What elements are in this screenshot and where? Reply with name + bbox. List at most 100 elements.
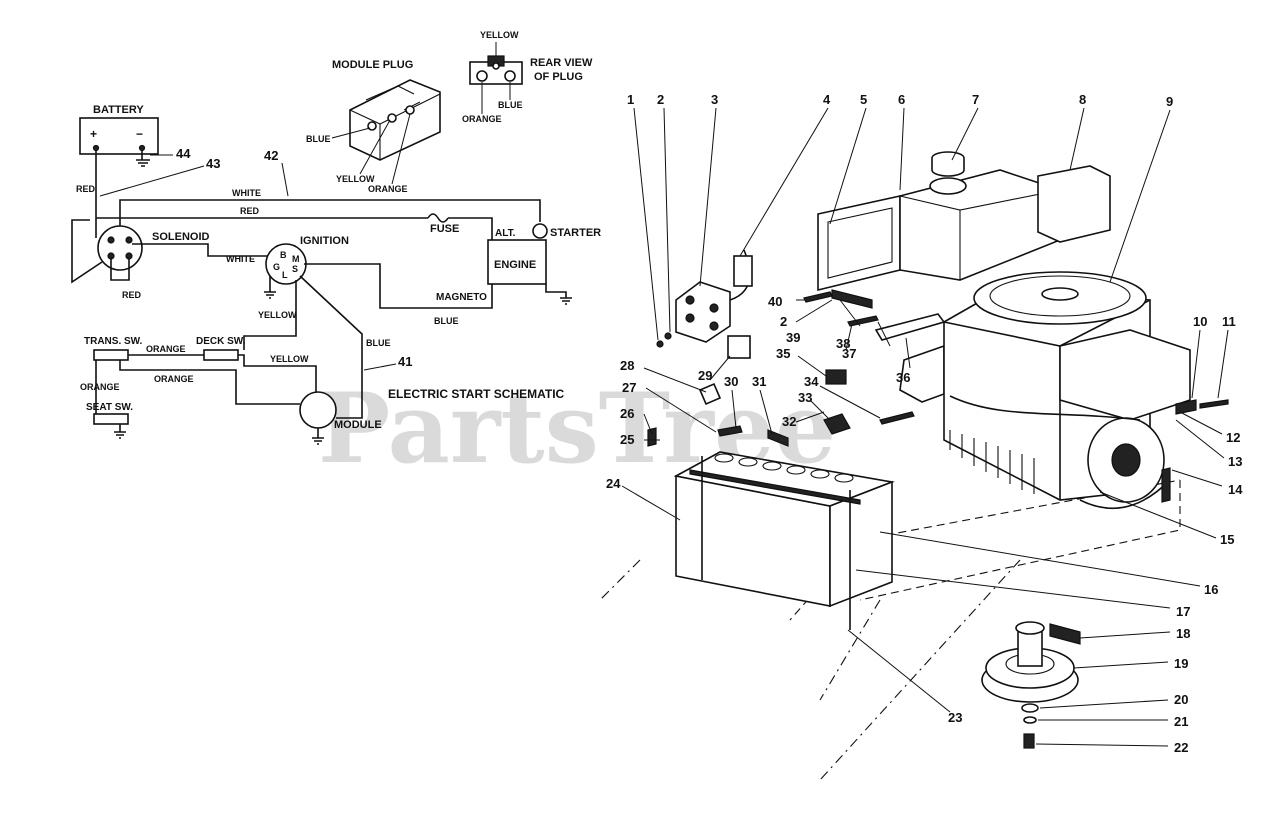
part-number-40: 40 — [768, 294, 782, 309]
callout-42: 42 — [264, 148, 278, 163]
part-number-1: 1 — [627, 92, 634, 107]
part-number-39: 39 — [786, 330, 800, 345]
exploded-parts-view: 1 2 3 4 5 6 7 8 9 10 11 12 13 14 15 16 1… — [599, 92, 1243, 781]
wire-label-blue-magneto: BLUE — [434, 316, 459, 326]
part-number-25: 25 — [620, 432, 634, 447]
part-number-31: 31 — [752, 374, 766, 389]
part-number-24: 24 — [606, 476, 621, 491]
part-number-18: 18 — [1176, 626, 1190, 641]
part-number-6: 6 — [898, 92, 905, 107]
part-number-labels: 1 2 3 4 5 6 7 8 9 10 11 12 13 14 15 16 1… — [606, 92, 1243, 755]
part-number-3: 3 — [711, 92, 718, 107]
starter-label: STARTER — [550, 227, 601, 239]
ignition-switch: B G L M S IGNITION — [265, 235, 349, 285]
part-number-28: 28 — [620, 358, 634, 373]
wire-label-orange-module: ORANGE — [154, 374, 194, 384]
small-hardware — [647, 289, 1229, 503]
part-number-7: 7 — [972, 92, 979, 107]
rear-view-blue-label: BLUE — [498, 100, 523, 110]
plug-orange-label: ORANGE — [368, 184, 408, 194]
wire-label-white-top: WHITE — [232, 188, 261, 198]
wire-label-red-solenoid: RED — [122, 290, 142, 300]
deck-sw-label: DECK SW. — [196, 336, 246, 347]
battery: BATTERY + − — [79, 104, 159, 155]
wire-label-orange-seat: ORANGE — [80, 382, 120, 392]
battery-minus: − — [136, 127, 143, 141]
engine-label: ENGINE — [494, 259, 536, 271]
rear-view-yellow-label: YELLOW — [480, 30, 519, 40]
part-number-22: 22 — [1174, 740, 1188, 755]
part-number-36: 36 — [896, 370, 910, 385]
part-number-15: 15 — [1220, 532, 1234, 547]
part-number-21: 21 — [1174, 714, 1188, 729]
leader-lines — [621, 107, 1229, 747]
ignition-terminal-s: S — [292, 264, 298, 274]
engine-part — [943, 271, 1191, 510]
module-label: MODULE — [334, 419, 382, 431]
pulley-part — [981, 621, 1081, 749]
battery-label: BATTERY — [93, 104, 144, 116]
part-number-17: 17 — [1176, 604, 1190, 619]
trans-sw-label: TRANS. SW. — [84, 336, 143, 347]
schematic-title: ELECTRIC START SCHEMATIC — [388, 387, 565, 401]
wire-label-blue-module: BLUE — [366, 338, 391, 348]
part-number-9: 9 — [1166, 94, 1173, 109]
solenoid-label: SOLENOID — [152, 231, 210, 243]
part-number-38: 38 — [836, 336, 850, 351]
ignition-terminal-l: L — [282, 270, 288, 280]
wire-label-yellow-ignition: YELLOW — [258, 310, 297, 320]
part-number-34: 34 — [804, 374, 819, 389]
part-number-5: 5 — [860, 92, 867, 107]
callout-44: 44 — [176, 146, 191, 161]
part-number-2: 2 — [657, 92, 664, 107]
wire-label-yellow-deck: YELLOW — [270, 354, 309, 364]
part-number-32: 32 — [782, 414, 796, 429]
part-number-23: 23 — [948, 710, 962, 725]
part-number-13: 13 — [1228, 454, 1242, 469]
module-plug-label: MODULE PLUG — [332, 59, 413, 71]
rear-view-of-plug: YELLOW REAR VIEW OF PLUG ORANGE BLUE — [462, 30, 593, 124]
rear-view-orange-label: ORANGE — [462, 114, 502, 124]
solenoid-part — [675, 249, 753, 359]
part-number-20: 20 — [1174, 692, 1188, 707]
part-number-37: 37 — [842, 346, 856, 361]
part-number-11: 11 — [1222, 314, 1236, 329]
electric-start-schematic: BATTERY + − 44 43 42 RED WHITE RED FUSE — [71, 30, 601, 445]
part-number-12: 12 — [1226, 430, 1240, 445]
part-number-29: 29 — [698, 368, 712, 383]
deck-switch: DECK SW. — [196, 336, 246, 361]
ignition-terminal-m: M — [292, 254, 300, 264]
ignition-label: IGNITION — [300, 235, 349, 247]
part-number-10: 10 — [1193, 314, 1207, 329]
wire-label-red-battery: RED — [76, 184, 96, 194]
engine-block: ENGINE ALT. STARTER MAGNETO — [436, 223, 601, 303]
ignition-terminal-g: G — [273, 262, 280, 272]
part-number-27: 27 — [622, 380, 636, 395]
part-number-35: 35 — [776, 346, 790, 361]
plug-yellow-label: YELLOW — [336, 174, 375, 184]
part-number-30: 30 — [724, 374, 738, 389]
module-plug: MODULE PLUG BLUE YELLOW ORANGE — [306, 59, 441, 194]
part-number-4: 4 — [823, 92, 831, 107]
bracket-36 — [874, 313, 946, 341]
alt-label: ALT. — [495, 228, 516, 239]
callout-41: 41 — [398, 354, 412, 369]
engine-shroud — [817, 151, 1061, 292]
magneto-label: MAGNETO — [436, 292, 487, 303]
seat-sw-label: SEAT SW. — [86, 402, 133, 413]
part-number-19: 19 — [1174, 656, 1188, 671]
ignition-terminal-b: B — [280, 250, 287, 260]
part-number-26: 26 — [620, 406, 634, 421]
callout-43: 43 — [206, 156, 220, 171]
fuse-label: FUSE — [430, 223, 459, 235]
seat-switch: SEAT SW. — [86, 402, 133, 425]
rear-view-label-2: OF PLUG — [534, 71, 583, 83]
part-number-2b: 2 — [780, 314, 787, 329]
solenoid: SOLENOID — [97, 225, 210, 271]
part-number-14: 14 — [1228, 482, 1243, 497]
plug-blue-label: BLUE — [306, 134, 331, 144]
rear-view-label-1: REAR VIEW — [530, 57, 593, 69]
part-number-16: 16 — [1204, 582, 1218, 597]
